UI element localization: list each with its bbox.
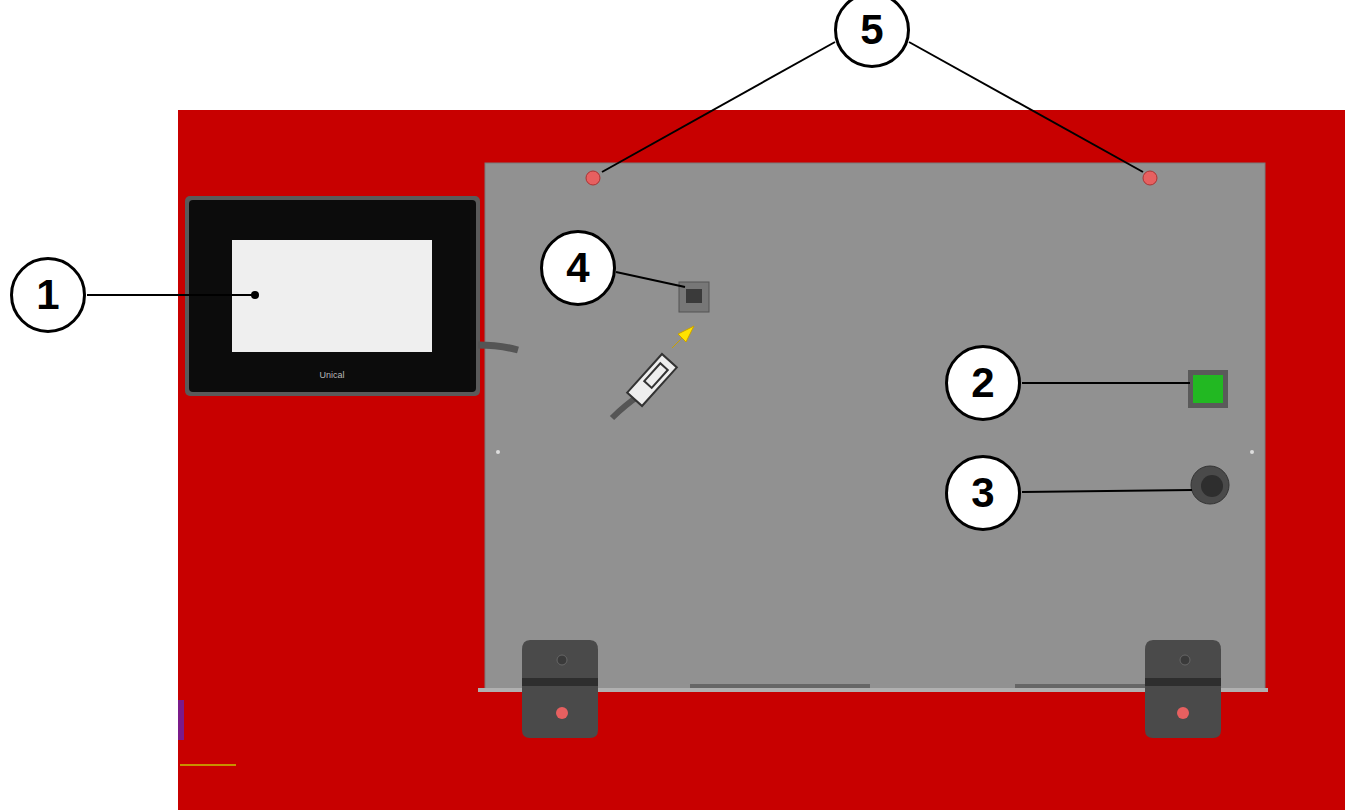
callout-circle: 3 [945, 455, 1021, 531]
callout-number: 5 [860, 9, 883, 51]
fuse-holder [1191, 466, 1229, 504]
callout-number: 1 [36, 274, 59, 316]
display-screen [232, 240, 432, 352]
panel-hole [1250, 450, 1254, 454]
power-switch [1193, 375, 1223, 403]
edge-detail [178, 700, 184, 740]
callout-ring [947, 457, 1020, 530]
callout-number: 2 [971, 362, 994, 404]
callout-ring [947, 347, 1020, 420]
callout-circle: 4 [540, 230, 616, 306]
callout-ring [836, 0, 909, 67]
hinge-bracket [522, 640, 598, 738]
boiler-casing [178, 110, 1345, 810]
callout-number: 3 [971, 472, 994, 514]
network-plug [627, 354, 677, 406]
fuse-cap [1201, 475, 1223, 497]
network-socket-port [686, 289, 702, 303]
callout-ring [542, 232, 615, 305]
callout-circle: 2 [945, 345, 1021, 421]
callout-circle: 1 [10, 257, 86, 333]
callout-ring [12, 259, 85, 332]
brand-label: Unical [319, 370, 344, 380]
insert-arrow [672, 326, 694, 348]
panel-slots [690, 684, 1155, 688]
leader-lines [87, 42, 1192, 492]
callout-number: 4 [566, 247, 589, 289]
control-panel [485, 163, 1265, 690]
hinge-bracket [1145, 640, 1221, 738]
fixing-screw [1143, 171, 1157, 185]
fixing-screw [586, 171, 600, 185]
panel-hole [496, 450, 500, 454]
callout-circle: 5 [834, 0, 910, 68]
display-cable [478, 345, 518, 350]
edge-detail [180, 764, 236, 766]
switch-bezel [1188, 370, 1228, 408]
